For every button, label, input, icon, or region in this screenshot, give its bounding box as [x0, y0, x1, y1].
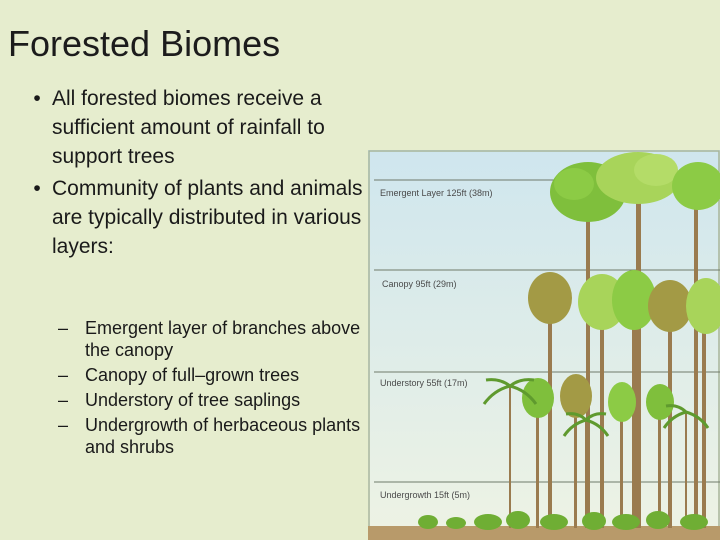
undergrowth-layer-label: Undergrowth 15ft (5m) — [380, 490, 470, 500]
bullet-layers: • Community of plants and animals are ty… — [28, 174, 368, 261]
emergent-layer-label: Emergent Layer 125ft (38m) — [380, 188, 493, 198]
understory-layer-label: Understory 55ft (17m) — [380, 378, 468, 388]
subbullet-undergrowth: – Undergrowth of herbaceous plants and s… — [58, 414, 368, 458]
understory-tree-4 — [646, 384, 674, 528]
bullet-text: Community of plants and animals are typi… — [52, 177, 363, 258]
subbullet-text: Understory of tree saplings — [85, 390, 301, 410]
subbullet-glyph: – — [58, 415, 69, 435]
bullet-text: All forested biomes receive a sufficient… — [52, 87, 325, 168]
subbullet-glyph: – — [58, 390, 69, 410]
canopy-tree-1 — [528, 272, 572, 528]
sky-background — [368, 150, 720, 540]
palm-sapling-center — [562, 412, 610, 528]
subbullet-text: Undergrowth of herbaceous plants and shr… — [85, 415, 361, 457]
main-bullet-list: • All forested biomes receive a sufficie… — [28, 84, 368, 264]
subbullet-text: Canopy of full–grown trees — [85, 365, 300, 385]
subbullet-text: Emergent layer of branches above the can… — [85, 318, 361, 360]
canopy-layer-label: Canopy 95ft (29m) — [382, 279, 457, 289]
ground — [368, 526, 720, 540]
palm-sapling-left — [482, 378, 538, 528]
bullet-glyph: • — [33, 87, 41, 110]
emergent-tree-right — [672, 162, 720, 528]
layer-sub-bullet-list: – Emergent layer of branches above the c… — [58, 317, 368, 461]
subbullet-canopy: – Canopy of full–grown trees — [58, 364, 368, 386]
bullet-glyph: • — [33, 177, 41, 200]
canopy-tree-5 — [686, 278, 720, 528]
undergrowth-shrubs — [418, 511, 708, 530]
forest-layers-illustration: Emergent Layer 125ft (38m) Canopy 95ft (… — [368, 150, 720, 540]
slide-title: Forested Biomes — [8, 23, 281, 64]
emergent-tree-center — [596, 152, 680, 528]
forest-layers-svg: Emergent Layer 125ft (38m) Canopy 95ft (… — [368, 150, 720, 540]
understory-tree-1 — [522, 378, 554, 528]
palm-sapling-right — [662, 404, 710, 528]
subbullet-glyph: – — [58, 365, 69, 385]
bullet-rainfall: • All forested biomes receive a sufficie… — [28, 84, 368, 171]
subbullet-glyph: – — [58, 318, 69, 338]
understory-tree-2 — [560, 374, 592, 528]
canopy-tree-3 — [612, 270, 656, 528]
understory-tree-3 — [608, 382, 636, 528]
subbullet-understory: – Understory of tree saplings — [58, 389, 368, 411]
subbullet-emergent: – Emergent layer of branches above the c… — [58, 317, 368, 361]
